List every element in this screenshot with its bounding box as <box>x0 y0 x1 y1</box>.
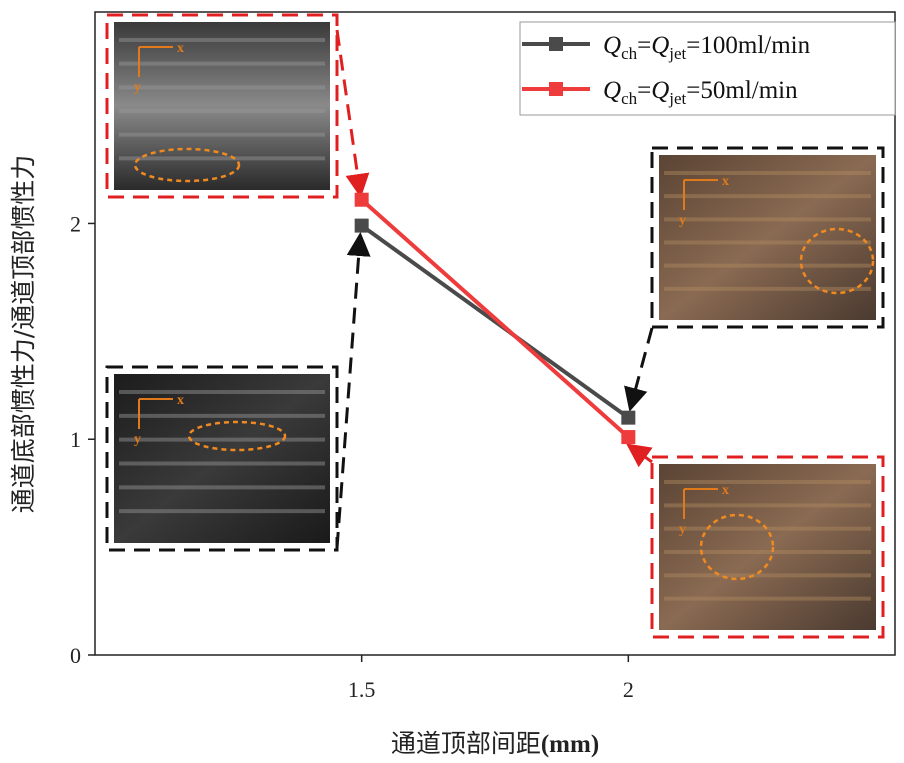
inset-bottom-right: xy <box>650 455 885 639</box>
inset-y-label: y <box>679 522 686 537</box>
axis-arrows-icon <box>138 398 173 429</box>
inset-x-label: x <box>722 483 729 498</box>
data-point <box>354 192 369 207</box>
y-axis-label: 通道底部惯性力/通道顶部惯性力 <box>9 155 38 513</box>
bubble-highlight <box>699 513 775 581</box>
x-tick-label: 2 <box>623 677 634 702</box>
connector-arrow <box>626 443 653 468</box>
connector-arrow <box>335 232 371 549</box>
x-axis-label-text: 通道顶部间距 <box>391 729 541 758</box>
legend-label: Qch=Qjet=100ml/min <box>603 32 811 63</box>
inset-border <box>650 146 885 329</box>
bubble-highlight <box>187 420 287 452</box>
inset-x-label: x <box>177 393 184 408</box>
bubble-highlight <box>799 227 875 295</box>
inset-border <box>105 13 339 199</box>
axis-arrows-icon <box>138 46 173 77</box>
x-axis-label-unit: (mm) <box>541 731 599 758</box>
connector-arrow <box>624 327 654 412</box>
series-line-1 <box>360 198 630 439</box>
bubble-highlight <box>133 147 241 183</box>
inset-y-label: y <box>134 432 141 447</box>
x-axis-label: 通道顶部间距(mm) <box>391 729 599 758</box>
inset-photo <box>659 464 876 630</box>
x-tick-label: 1.5 <box>348 677 376 702</box>
data-point <box>621 430 636 445</box>
data-point <box>621 410 636 425</box>
inset-bottom-left: xy <box>105 365 339 552</box>
inset-photo <box>114 22 330 190</box>
inset-photo <box>659 155 876 320</box>
data-point <box>354 218 369 233</box>
inset-x-label: x <box>722 174 729 189</box>
inset-border <box>650 455 885 639</box>
series-line-0 <box>360 223 630 420</box>
inset-border <box>105 365 339 552</box>
inset-y-label: y <box>134 80 141 95</box>
axis-arrows-icon <box>683 179 718 210</box>
inset-top-right: xy <box>650 146 885 329</box>
axis-arrows-icon <box>683 488 718 519</box>
connector-arrow <box>335 29 370 198</box>
legend-marker <box>549 37 563 51</box>
inset-photo <box>114 374 330 543</box>
inset-top-left: xy <box>105 13 339 199</box>
y-tick-label: 1 <box>70 427 81 452</box>
inset-x-label: x <box>177 41 184 56</box>
plot-area <box>94 11 896 656</box>
legend-box <box>519 21 896 116</box>
legend-label: Qch=Qjet=50ml/min <box>603 77 798 108</box>
legend-marker <box>549 82 563 96</box>
inset-y-label: y <box>679 213 686 228</box>
y-tick-label: 2 <box>70 211 81 236</box>
y-tick-label: 0 <box>70 643 81 668</box>
